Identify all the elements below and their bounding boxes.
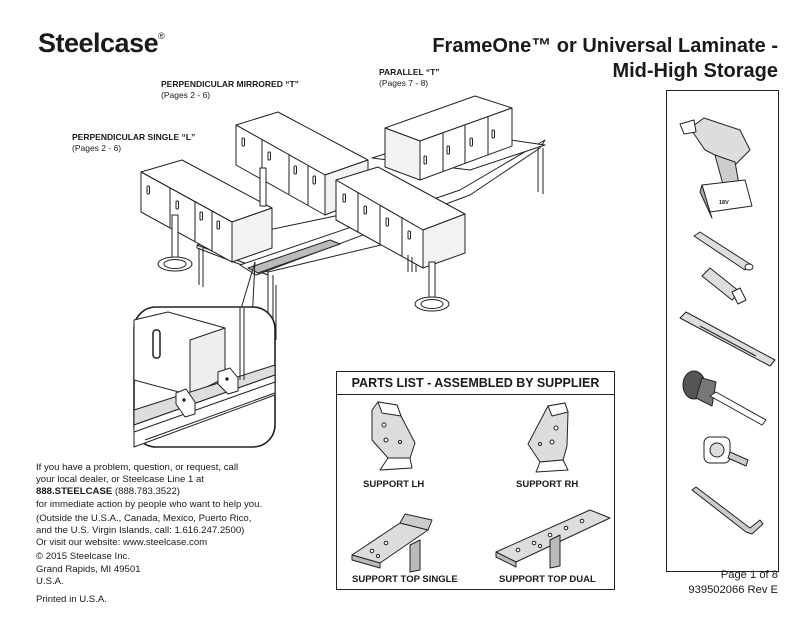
drill-battery-label: 18V bbox=[719, 200, 729, 206]
cordless-drill-illustration bbox=[679, 117, 753, 219]
part-label-support-top-single: SUPPORT TOP SINGLE bbox=[352, 574, 458, 585]
socket-adapter-illustration bbox=[701, 267, 747, 305]
part-label-support-lh: SUPPORT LH bbox=[363, 479, 425, 490]
parts-list: PARTS LIST - ASSEMBLED BY SUPPLIER SUPPO… bbox=[336, 371, 615, 590]
support-top-dual-illustration bbox=[495, 509, 611, 569]
page-footer: Page 1 of 8 939502066 Rev E bbox=[688, 568, 778, 598]
config-name: PARALLEL “T” bbox=[379, 67, 440, 77]
steelcase-logo: Steelcase® bbox=[38, 28, 165, 59]
support-rh-illustration bbox=[527, 402, 569, 473]
registered-mark: ® bbox=[158, 31, 165, 41]
rubber-mallet-illustration bbox=[682, 370, 767, 426]
page-number: Page 1 of 8 bbox=[720, 569, 778, 581]
hex-key-illustration bbox=[691, 486, 764, 535]
tools-panel: 18V bbox=[666, 90, 779, 572]
config-pages: (Pages 2 - 6) bbox=[72, 143, 122, 153]
document-title: FrameOne™ or Universal Laminate - Mid-Hi… bbox=[432, 34, 778, 84]
phone-number: (888.783.3522) bbox=[112, 486, 180, 498]
city: Grand Rapids, MI 49501 bbox=[36, 563, 141, 575]
label-perpendicular-mirrored-t: PERPENDICULAR MIRRORED “T” (Pages 2 - 6) bbox=[161, 79, 299, 101]
brand-name: Steelcase bbox=[38, 28, 159, 58]
support-top-single-illustration bbox=[351, 513, 433, 573]
contact-line-2: your local dealer, or Steelcase Line 1 a… bbox=[36, 474, 204, 486]
outside-line-2: and the U.S. Virgin Islands, call: 1.616… bbox=[36, 525, 245, 537]
website-line: Or visit our website: www.steelcase.com bbox=[36, 537, 208, 549]
config-pages: (Pages 2 - 6) bbox=[161, 90, 211, 100]
config-name: PERPENDICULAR MIRRORED “T” bbox=[161, 79, 299, 89]
config-name: PERPENDICULAR SINGLE “L” bbox=[72, 132, 196, 142]
title-line-2: Mid-High Storage bbox=[612, 60, 778, 82]
contact-info: If you have a problem, question, or requ… bbox=[36, 462, 326, 608]
contact-line-4: for immediate action by people who want … bbox=[36, 498, 263, 510]
support-lh-illustration bbox=[371, 401, 416, 471]
part-label-support-top-dual: SUPPORT TOP DUAL bbox=[499, 574, 596, 585]
config-pages: (Pages 7 - 8) bbox=[379, 78, 429, 88]
phone-bold: 888.STEELCASE bbox=[36, 486, 113, 498]
document-number: 939502066 Rev E bbox=[688, 584, 778, 596]
bit-extension-illustration bbox=[693, 231, 754, 271]
parts-list-title: PARTS LIST - ASSEMBLED BY SUPPLIER bbox=[337, 372, 614, 395]
tape-measure-illustration bbox=[703, 436, 749, 467]
contact-line-1: If you have a problem, question, or requ… bbox=[36, 462, 239, 473]
copyright: © 2015 Steelcase Inc. bbox=[36, 551, 131, 563]
label-perpendicular-single-l: PERPENDICULAR SINGLE “L” (Pages 2 - 6) bbox=[72, 132, 195, 154]
printed-in: Printed in U.S.A. bbox=[36, 594, 107, 606]
title-line-1: FrameOne™ or Universal Laminate - bbox=[432, 35, 778, 57]
outside-line-1: (Outside the U.S.A., Canada, Mexico, Pue… bbox=[36, 512, 252, 524]
country: U.S.A. bbox=[36, 575, 64, 587]
label-parallel-t: PARALLEL “T” (Pages 7 - 8) bbox=[379, 67, 440, 89]
part-label-support-rh: SUPPORT RH bbox=[516, 479, 579, 490]
level-illustration bbox=[679, 311, 776, 367]
